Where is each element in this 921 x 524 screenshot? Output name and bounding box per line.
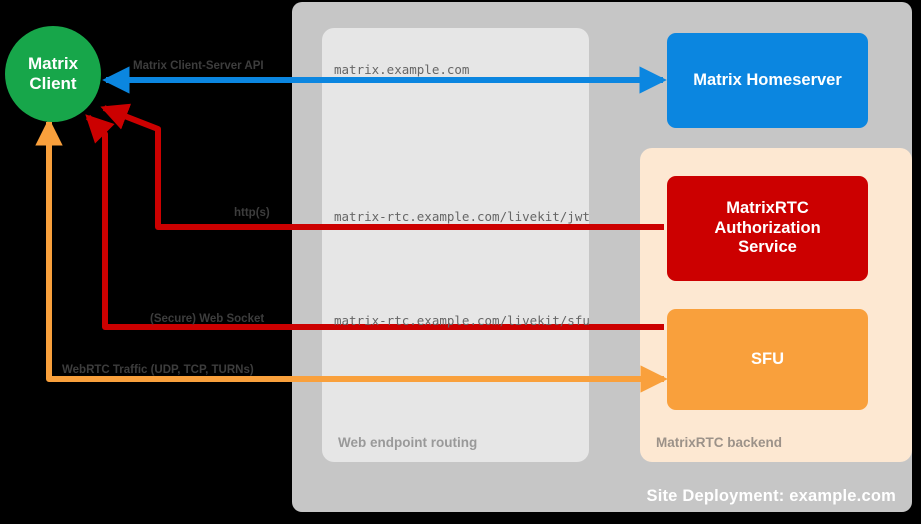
- site-deployment-label: Site Deployment: example.com: [646, 487, 896, 505]
- web-endpoint-routing-label: Web endpoint routing: [338, 435, 478, 450]
- edge-label-websocket: (Secure) Web Socket: [150, 313, 265, 325]
- node-matrix-homeserver[interactable]: Matrix Homeserver: [667, 33, 868, 128]
- web-endpoint-routing-container: Web endpoint routing: [322, 28, 589, 462]
- edge-label-matrix-client-server-api: Matrix Client-Server API: [133, 60, 264, 72]
- node-matrixrtc-authorization-service[interactable]: MatrixRTC Authorization Service: [667, 176, 868, 281]
- matrixrtc-backend-label: MatrixRTC backend: [656, 435, 783, 450]
- edge-label-webrtc: WebRTC Traffic (UDP, TCP, TURNs): [62, 364, 254, 376]
- node-sfu[interactable]: SFU: [667, 309, 868, 410]
- edge-label-https: http(s): [234, 207, 270, 219]
- endpoint-label-livekit-sfu: matrix-rtc.example.com/livekit/sfu: [334, 313, 590, 328]
- matrix-homeserver-label: Matrix Homeserver: [693, 70, 842, 89]
- node-matrix-client[interactable]: Matrix Client: [5, 26, 101, 122]
- matrix-client-label-line2: Client: [29, 74, 77, 93]
- sfu-label: SFU: [751, 349, 784, 368]
- matrix-client-label-line1: Matrix: [27, 53, 79, 73]
- matrixrtc-auth-service-label: MatrixRTC Authorization Service: [714, 198, 821, 257]
- endpoint-label-matrix: matrix.example.com: [334, 62, 470, 77]
- endpoint-label-livekit-jwt: matrix-rtc.example.com/livekit/jwt: [334, 209, 590, 224]
